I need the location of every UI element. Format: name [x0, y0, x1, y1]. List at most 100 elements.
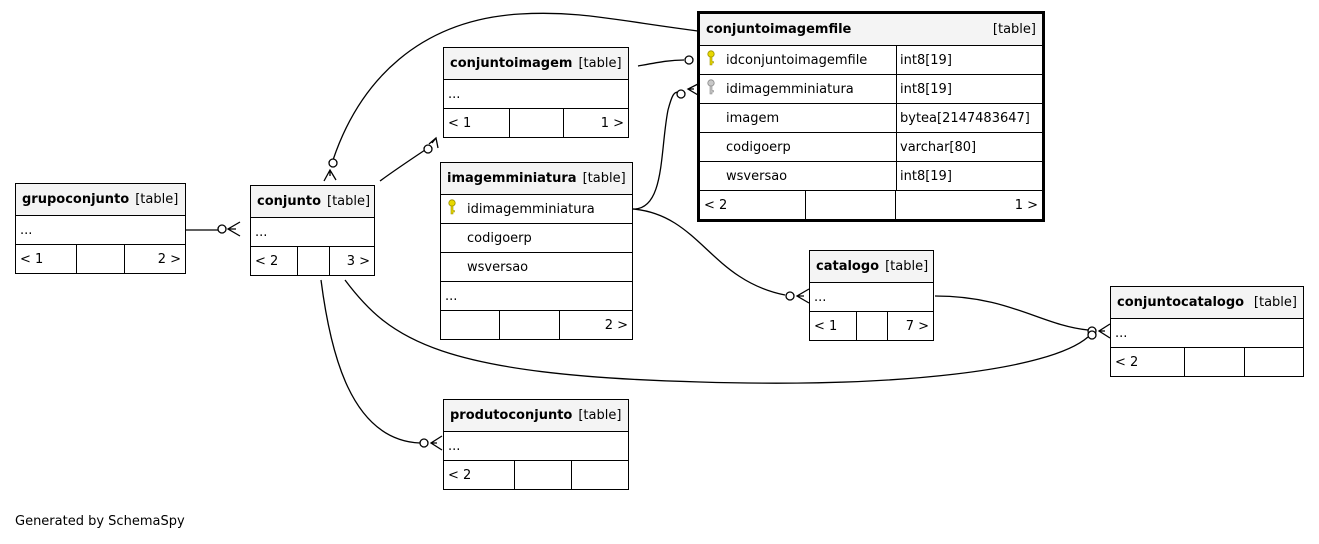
primary-key-icon	[441, 199, 463, 219]
edge-marker-circle	[419, 438, 429, 448]
table-type: [table]	[1253, 295, 1297, 310]
column-row: wsversao	[441, 253, 632, 282]
edge-conjunto-conjuntocatalogo	[344, 279, 1089, 384]
column-row: idconjuntoimagemfile int8[19]	[700, 46, 1042, 75]
table-footer: < 1 7 >	[810, 312, 933, 340]
footer-spacer	[510, 109, 564, 137]
table-type: [table]	[885, 259, 929, 274]
table-type: [table]	[582, 171, 626, 186]
column-name: codigoerp	[467, 230, 532, 246]
footer-spacer	[857, 312, 888, 340]
column-name: wsversao	[726, 168, 788, 184]
edge-catalogo-conjuntocatalogo	[934, 295, 1089, 331]
parents-count: < 1	[444, 109, 510, 137]
column-name: idimagemminiatura	[467, 201, 595, 217]
columns-ellipsis: ...	[810, 283, 933, 312]
column-name: idconjuntoimagemfile	[726, 52, 868, 68]
edge-marker-circle	[423, 144, 433, 154]
edge-marker-crowfoot	[795, 288, 810, 304]
edge-conjunto-conjuntoimagem	[379, 149, 426, 182]
footer-spacer	[77, 245, 125, 273]
footer-spacer	[572, 461, 628, 489]
edge-marker-crowfoot	[686, 83, 699, 96]
footer-spacer	[500, 311, 560, 339]
footer-spacer	[515, 461, 572, 489]
edge-marker-circle	[785, 291, 795, 301]
column-name: idimagemminiatura	[726, 81, 854, 97]
edge-marker-circle	[328, 158, 338, 168]
table-header: catalogo [table]	[810, 251, 933, 283]
table-name: imagemminiatura	[447, 171, 577, 186]
table-header: conjuntoimagem [table]	[444, 48, 628, 80]
columns-ellipsis: ...	[251, 218, 374, 247]
children-count: 2 >	[604, 317, 628, 333]
table-name: produtoconjunto	[450, 408, 573, 423]
parents-count: < 2	[1111, 348, 1185, 376]
primary-key-icon	[700, 50, 722, 70]
children-count: 7 >	[905, 318, 929, 334]
columns-ellipsis: ...	[1111, 319, 1303, 348]
edge-marker-circle	[676, 89, 686, 99]
column-name: imagem	[726, 110, 780, 126]
table-header: conjunto [table]	[251, 186, 374, 218]
table-header: produtoconjunto [table]	[444, 400, 628, 432]
children-count: 3 >	[346, 253, 370, 269]
table-footer: < 1 1 >	[444, 109, 628, 137]
table-header: conjuntoimagemfile [table]	[700, 14, 1042, 46]
parents-count: < 2	[444, 461, 515, 489]
table-type: [table]	[327, 194, 371, 209]
table-type: [table]	[992, 22, 1036, 37]
edge-marker-circle	[1087, 330, 1097, 340]
table-conjuntoimagem[interactable]: conjuntoimagem [table] ... < 1 1 >	[443, 47, 629, 138]
columns-ellipsis: ...	[444, 80, 628, 109]
column-name: codigoerp	[726, 139, 791, 155]
column-type: int8[19]	[896, 46, 1042, 74]
footer-spacer	[298, 247, 330, 275]
table-footer: < 2 3 >	[251, 247, 374, 275]
table-conjunto[interactable]: conjunto [table] ... < 2 3 >	[250, 185, 375, 276]
table-conjuntoimagemfile[interactable]: conjuntoimagemfile [table] idconjuntoima…	[697, 11, 1045, 222]
edge-marker-circle	[217, 224, 227, 234]
table-footer: < 2	[444, 461, 628, 489]
table-footer: 2 >	[441, 311, 632, 339]
table-name: catalogo	[816, 259, 880, 274]
children-count: 2 >	[157, 251, 181, 267]
edge-imagemminiatura-conjuntoimagemfile	[632, 91, 679, 210]
children-count: 1 >	[1014, 197, 1038, 213]
table-footer: < 1 2 >	[16, 245, 185, 273]
column-row: codigoerp varchar[80]	[700, 133, 1042, 162]
foreign-key-icon	[700, 79, 722, 99]
table-grupoconjunto[interactable]: grupoconjunto [table] ... < 1 2 >	[15, 183, 186, 274]
column-row: imagem bytea[2147483647]	[700, 104, 1042, 133]
edge-marker-crowfoot	[226, 221, 241, 237]
table-catalogo[interactable]: catalogo [table] ... < 1 7 >	[809, 250, 934, 341]
table-type: [table]	[135, 192, 179, 207]
edge-marker-crowfoot	[429, 435, 443, 451]
table-name: conjuntoimagemfile	[706, 22, 852, 37]
edge-conjunto-produtoconjunto	[320, 279, 421, 444]
column-type: bytea[2147483647]	[896, 104, 1042, 132]
parents-count: < 2	[251, 247, 298, 275]
edge-marker-crowfoot	[323, 168, 337, 182]
columns-ellipsis: ...	[444, 432, 628, 461]
table-type: [table]	[578, 56, 622, 71]
table-name: conjuntoimagem	[450, 56, 573, 71]
column-type: int8[19]	[896, 75, 1042, 103]
footer-spacer	[1185, 348, 1245, 376]
table-name: conjuntocatalogo	[1117, 295, 1245, 310]
table-produtoconjunto[interactable]: produtoconjunto [table] ... < 2	[443, 399, 629, 490]
footer-spacer	[806, 191, 896, 219]
table-name: conjunto	[257, 194, 322, 209]
table-header: conjuntocatalogo [table]	[1111, 287, 1303, 319]
parents-count: < 2	[700, 191, 806, 219]
column-row: codigoerp	[441, 224, 632, 253]
column-type: varchar[80]	[896, 133, 1042, 161]
table-header: grupoconjunto [table]	[16, 184, 185, 216]
footer-spacer	[441, 311, 500, 339]
table-conjuntocatalogo[interactable]: conjuntocatalogo [table] ... < 2	[1110, 286, 1304, 377]
table-imagemminiatura[interactable]: imagemminiatura [table] idimagemminiatur…	[440, 162, 633, 340]
edge-imagemminiatura-catalogo	[632, 208, 786, 296]
table-header: imagemminiatura [table]	[441, 163, 632, 195]
table-footer: < 2	[1111, 348, 1303, 376]
